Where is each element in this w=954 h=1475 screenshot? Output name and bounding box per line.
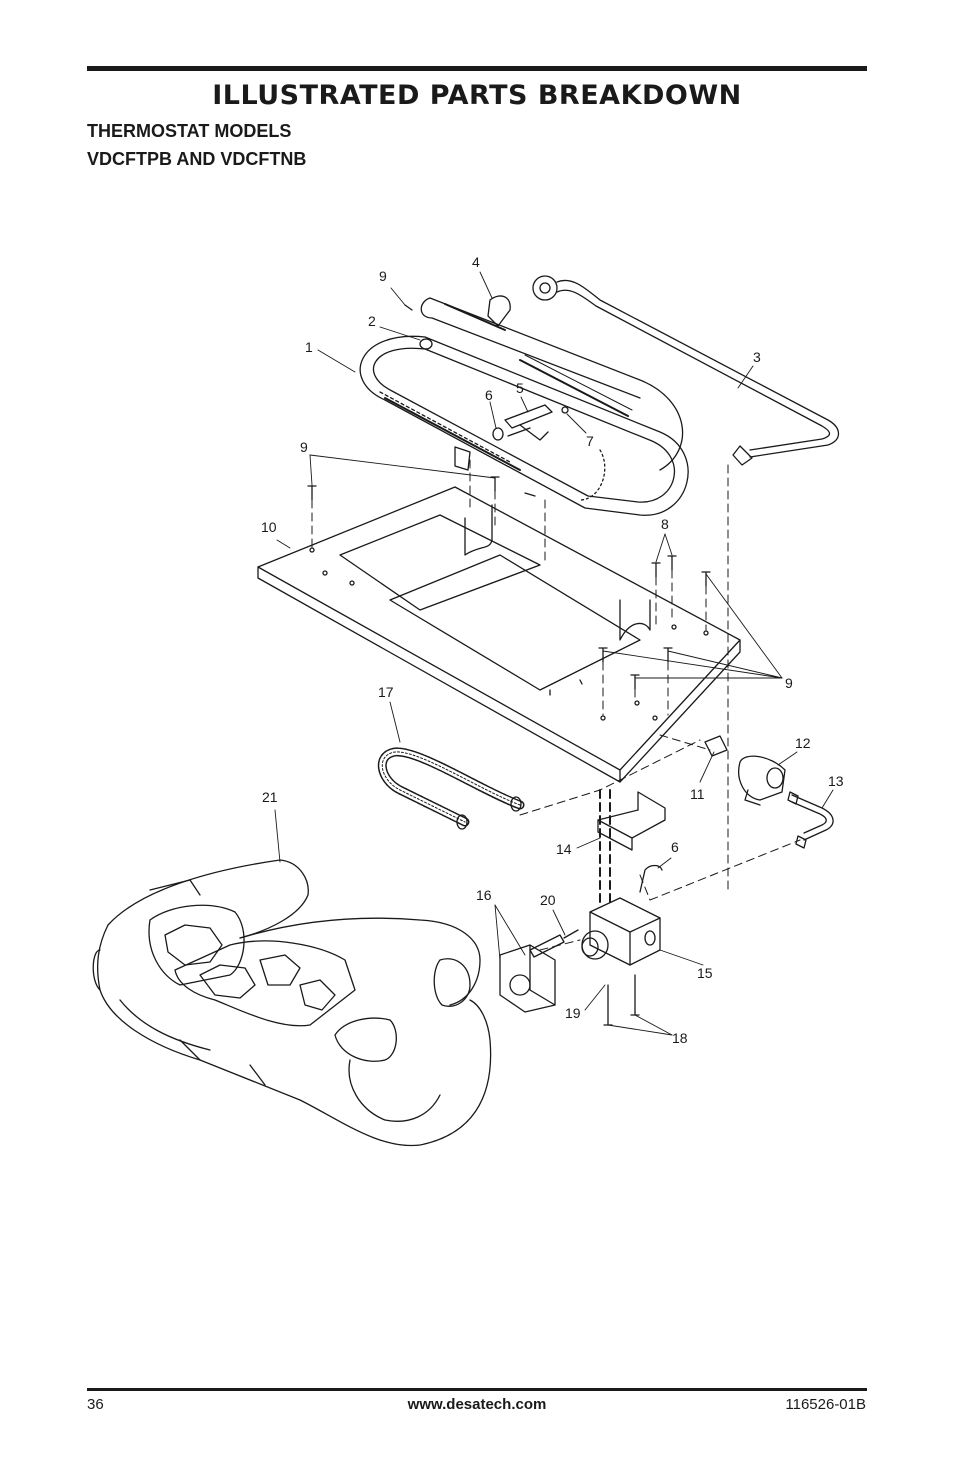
callout-5: 5 — [516, 380, 524, 396]
leader-lines — [274, 271, 834, 1036]
callout-2: 2 — [368, 313, 376, 329]
valve-bracket — [597, 791, 666, 851]
burner-tray — [257, 486, 741, 783]
header-rule — [87, 66, 867, 71]
callout-6-pilot: 6 — [485, 387, 493, 403]
callout-20: 20 — [540, 892, 556, 908]
footer-rule — [87, 1388, 867, 1391]
callout-11: 11 — [690, 786, 705, 802]
screws — [307, 476, 711, 690]
subtitle-line-2: VDCFTPB AND VDCFTNB — [87, 149, 307, 169]
subtitle-line-1: THERMOSTAT MODELS — [87, 121, 292, 141]
callout-3: 3 — [753, 349, 761, 365]
pilot-assembly — [492, 404, 569, 441]
burner-tube — [359, 297, 689, 516]
callout-9-left: 9 — [300, 439, 308, 455]
piezo-igniter — [499, 929, 579, 1013]
gas-valve — [581, 864, 663, 1026]
ceramic-log — [92, 859, 492, 1147]
alignment-lines — [311, 459, 801, 951]
callout-9-right: 9 — [785, 675, 793, 691]
page-title: ILLUSTRATED PARTS BREAKDOWN — [212, 80, 742, 111]
callout-1: 1 — [305, 339, 313, 355]
flex-gas-line — [377, 747, 525, 830]
pilot-tube — [532, 275, 840, 466]
callout-14: 14 — [556, 841, 572, 857]
callout-18: 18 — [672, 1030, 688, 1046]
regulator-assembly — [704, 735, 834, 849]
callout-15: 15 — [697, 965, 713, 981]
burner-fittings — [404, 295, 511, 350]
callout-7: 7 — [586, 433, 594, 449]
callout-8: 8 — [661, 516, 669, 532]
callout-4: 4 — [472, 254, 480, 270]
callout-labels: 1 2 3 4 5 6 6 7 8 9 9 9 10 11 12 13 14 1… — [261, 254, 844, 1046]
callout-21: 21 — [262, 789, 278, 805]
website-link[interactable]: www.desatech.com — [407, 1396, 547, 1413]
callout-9-top: 9 — [379, 268, 387, 284]
callout-17: 17 — [378, 684, 394, 700]
callout-19: 19 — [565, 1005, 581, 1021]
callout-13: 13 — [828, 773, 844, 789]
callout-12: 12 — [795, 735, 811, 751]
callout-10: 10 — [261, 519, 277, 535]
callout-16: 16 — [476, 887, 492, 903]
document-part-number: 116526-01B — [785, 1396, 866, 1413]
page-number: 36 — [87, 1396, 104, 1413]
callout-6-thermocouple: 6 — [671, 839, 679, 855]
